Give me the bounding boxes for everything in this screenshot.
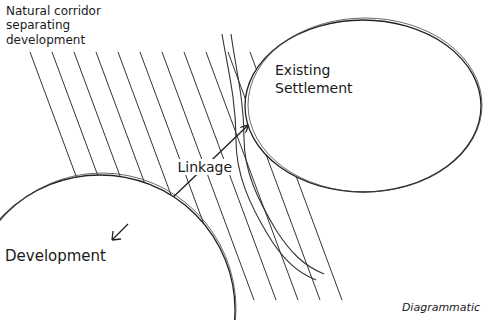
linkage-arrow — [174, 125, 248, 196]
development-circle: Development — [0, 175, 235, 320]
outline-stroke — [245, 20, 481, 192]
outline-stroke — [248, 18, 482, 192]
development-label: Development — [5, 247, 135, 266]
settlement-label: Existing Settlement — [275, 62, 375, 97]
linkage-label: Linkage — [175, 159, 236, 175]
caption-holder: Diagrammatic — [402, 301, 480, 314]
caption: Diagrammatic — [402, 301, 480, 314]
corridor-label: Natural corridor separating development — [6, 4, 134, 47]
outline-stroke — [0, 173, 236, 320]
leader-arrow — [112, 224, 128, 240]
settlement-ellipse: Existing Settlement — [245, 20, 481, 192]
hatch-line — [140, 52, 232, 300]
outline-shape — [245, 20, 481, 192]
hatch-line — [184, 52, 276, 300]
label-holder: Natural corridor separating development — [6, 4, 134, 47]
outline-stroke — [0, 175, 235, 320]
